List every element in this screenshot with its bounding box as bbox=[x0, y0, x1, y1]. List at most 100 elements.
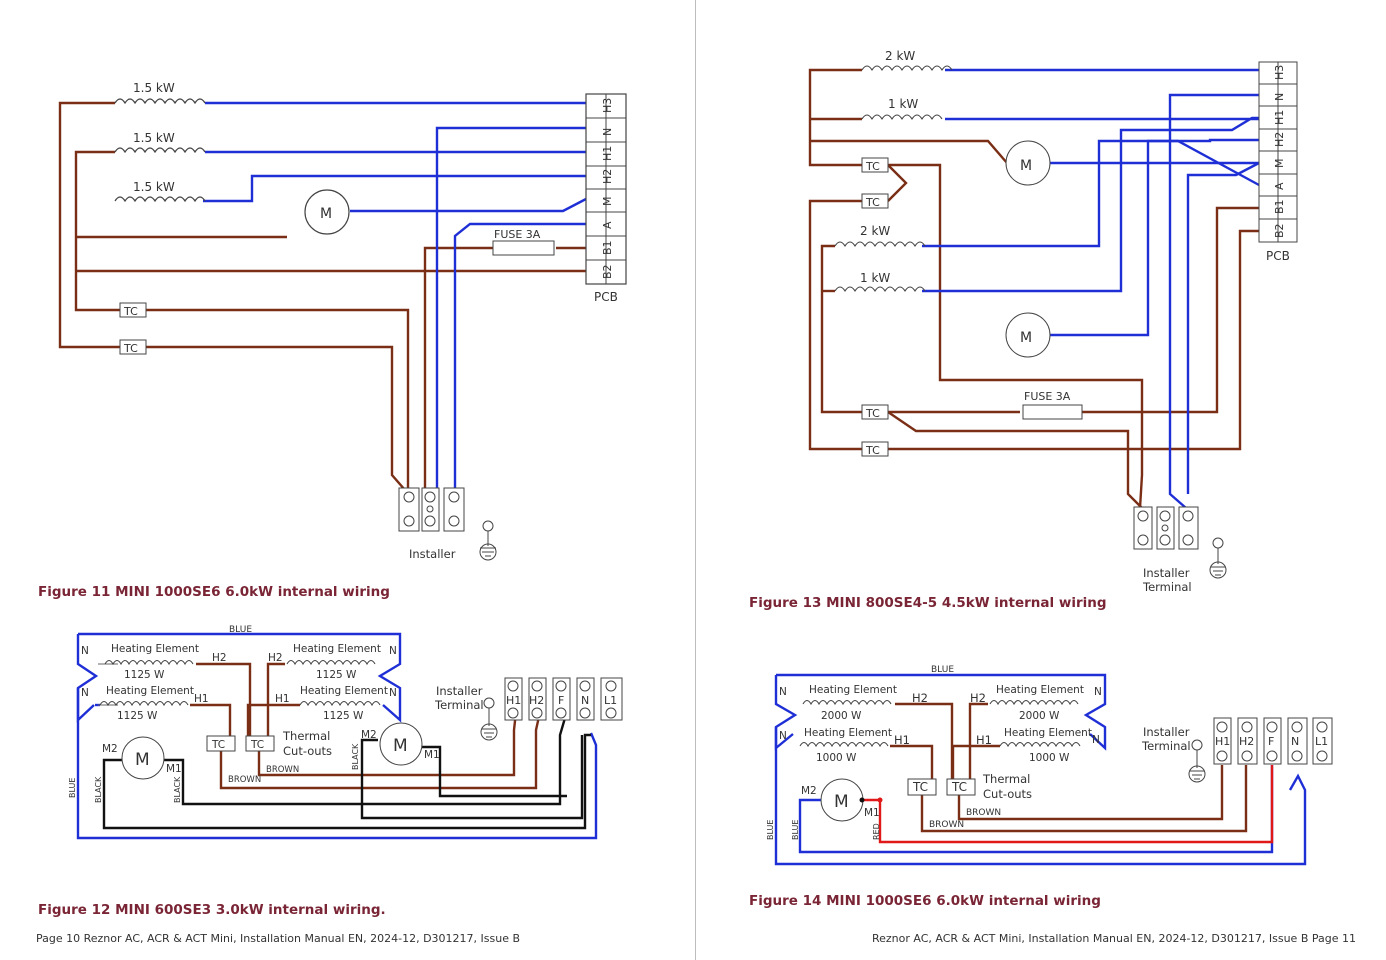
fig12-terminal-f: F bbox=[558, 694, 564, 707]
fig11-fuse-label: FUSE 3A bbox=[494, 228, 541, 241]
fig13-motor-label: M bbox=[1020, 158, 1032, 174]
fig14-element-watts: 1000 W bbox=[1029, 752, 1070, 764]
fig14-brown-label: BROWN bbox=[966, 808, 1001, 818]
fig12-h1-label: H1 bbox=[194, 693, 209, 705]
fig12-terminal-h2: H2 bbox=[529, 694, 544, 707]
fig11-pcb-terminal: B1 bbox=[601, 240, 614, 255]
fig12-element-label: Heating Element bbox=[300, 685, 388, 697]
fig14-blue-label: BLUE bbox=[791, 820, 800, 840]
fig14-terminal-label: Terminal bbox=[1141, 739, 1191, 753]
fig14-blue-label: BLUE bbox=[766, 820, 775, 840]
fig14-installer-label: Installer bbox=[1143, 725, 1190, 739]
fig12-thermal-label: Thermal bbox=[282, 729, 330, 743]
fig13-terminal-label: Terminal bbox=[1142, 580, 1192, 594]
fig14-n-label: N bbox=[779, 686, 787, 698]
fig13-pcb-label: PCB bbox=[1266, 249, 1290, 263]
fig12-tc-label: TC bbox=[211, 739, 225, 751]
footer-left: Page 10 Reznor AC, ACR & ACT Mini, Insta… bbox=[36, 932, 521, 945]
fig12-terminal-n: N bbox=[581, 694, 589, 707]
fig14-brown-label: BROWN bbox=[929, 820, 964, 830]
fig12-n-label: N bbox=[81, 645, 89, 657]
fig13-pcb-terminal: H1 bbox=[1273, 110, 1286, 125]
page-divider bbox=[695, 0, 696, 960]
fig13-heater-label: 1 kW bbox=[888, 97, 918, 111]
fig14-h1-label: H1 bbox=[894, 733, 910, 747]
fig14-n-label: N bbox=[779, 730, 787, 742]
figure-12-diagram bbox=[76, 632, 623, 840]
fig14-cutouts-label: Cut-outs bbox=[983, 787, 1032, 801]
fig12-m1-label: M1 bbox=[424, 749, 440, 761]
fig12-motor-label: M bbox=[393, 736, 408, 756]
fig12-installer-label: Installer bbox=[436, 684, 483, 698]
fig14-terminal-n: N bbox=[1291, 735, 1299, 748]
fig14-blue-label: BLUE bbox=[931, 665, 954, 675]
fig12-terminal-h1: H1 bbox=[506, 694, 521, 707]
fig11-pcb-terminal: A bbox=[601, 221, 614, 229]
figure-12-caption: Figure 12 MINI 600SE3 3.0kW internal wir… bbox=[38, 902, 386, 918]
fig14-h2-label: H2 bbox=[970, 691, 986, 705]
fig12-m1-label: M1 bbox=[166, 763, 182, 775]
fig14-tc-label: TC bbox=[912, 780, 928, 794]
fig13-tc-label: TC bbox=[865, 196, 880, 209]
fig12-m2-label: M2 bbox=[102, 743, 118, 755]
fig12-h2-label: H2 bbox=[268, 652, 283, 664]
fig12-element-watts: 1125 W bbox=[117, 710, 158, 722]
fig11-motor-label: M bbox=[320, 206, 332, 222]
fig14-motor-label: M bbox=[834, 792, 849, 812]
fig12-element-label: Heating Element bbox=[293, 643, 381, 655]
fig14-element-watts: 1000 W bbox=[816, 752, 857, 764]
fig13-pcb-terminal: A bbox=[1273, 182, 1286, 190]
fig11-pcb-terminal: B2 bbox=[601, 264, 614, 279]
fig12-element-watts: 1125 W bbox=[124, 669, 165, 681]
fig14-tc-label: TC bbox=[951, 780, 967, 794]
fig11-pcb-terminal: H3 bbox=[601, 98, 614, 113]
fig14-element-label: Heating Element bbox=[1004, 727, 1092, 739]
fig14-element-label: Heating Element bbox=[996, 684, 1084, 696]
fig13-pcb-terminal: N bbox=[1273, 93, 1286, 101]
figure-11-caption: Figure 11 MINI 1000SE6 6.0kW internal wi… bbox=[38, 584, 390, 600]
fig13-heater-label: 2 kW bbox=[860, 224, 890, 238]
fig12-blue-label: BLUE bbox=[68, 778, 77, 798]
figure-13-caption: Figure 13 MINI 800SE4-5 4.5kW internal w… bbox=[749, 595, 1107, 611]
fig14-h1-label: H1 bbox=[976, 733, 992, 747]
fig11-pcb-terminal: H1 bbox=[601, 146, 614, 161]
fig14-element-label: Heating Element bbox=[804, 727, 892, 739]
fig12-cutouts-label: Cut-outs bbox=[283, 744, 332, 758]
figure-11-diagram bbox=[58, 93, 627, 561]
fig12-element-watts: 1125 W bbox=[316, 669, 357, 681]
fig12-h1-label: H1 bbox=[275, 693, 290, 705]
fig12-tc-label: TC bbox=[250, 739, 264, 751]
fig13-motor-label: M bbox=[1020, 330, 1032, 346]
fig12-brown-label: BROWN bbox=[266, 765, 299, 775]
fig14-red-label: RED bbox=[872, 823, 881, 840]
fig14-m2-label: M2 bbox=[801, 785, 817, 797]
fig14-element-watts: 2000 W bbox=[821, 710, 862, 722]
figure-14-diagram bbox=[774, 673, 1333, 866]
fig14-h2-label: H2 bbox=[912, 691, 928, 705]
fig14-terminal-h1: H1 bbox=[1215, 735, 1230, 748]
fig12-n-label: N bbox=[389, 645, 397, 657]
fig14-element-label: Heating Element bbox=[809, 684, 897, 696]
fig11-pcb-terminal: M bbox=[601, 197, 614, 207]
fig14-terminal-f: F bbox=[1268, 735, 1274, 748]
fig14-m1-label: M1 bbox=[864, 807, 880, 819]
fig13-tc-label: TC bbox=[865, 407, 880, 420]
fig13-fuse-label: FUSE 3A bbox=[1024, 390, 1071, 403]
footer-right: Reznor AC, ACR & ACT Mini, Installation … bbox=[871, 932, 1356, 945]
figure-14-text: BLUE N N N N Heating Element Heating Ele… bbox=[766, 665, 1328, 840]
fig11-heater-label: 1.5 kW bbox=[133, 131, 175, 145]
fig12-black-label: BLACK bbox=[173, 776, 182, 803]
fig11-heater-label: 1.5 kW bbox=[133, 180, 175, 194]
fig11-pcb-label: PCB bbox=[594, 290, 618, 304]
fig13-tc-label: TC bbox=[865, 444, 880, 457]
fig12-motor-label: M bbox=[135, 750, 150, 770]
fig11-tc-label: TC bbox=[123, 342, 138, 355]
figure-13-text: 2 kW 1 kW 2 kW 1 kW M M FUSE 3A TC TC TC… bbox=[860, 49, 1290, 594]
fig14-terminal-l1: L1 bbox=[1315, 735, 1328, 748]
fig14-thermal-label: Thermal bbox=[982, 772, 1030, 786]
fig13-heater-label: 2 kW bbox=[885, 49, 915, 63]
fig11-pcb-terminal: N bbox=[601, 128, 614, 136]
figure-14-caption: Figure 14 MINI 1000SE6 6.0kW internal wi… bbox=[749, 893, 1101, 909]
fig12-n-label: N bbox=[389, 687, 397, 699]
